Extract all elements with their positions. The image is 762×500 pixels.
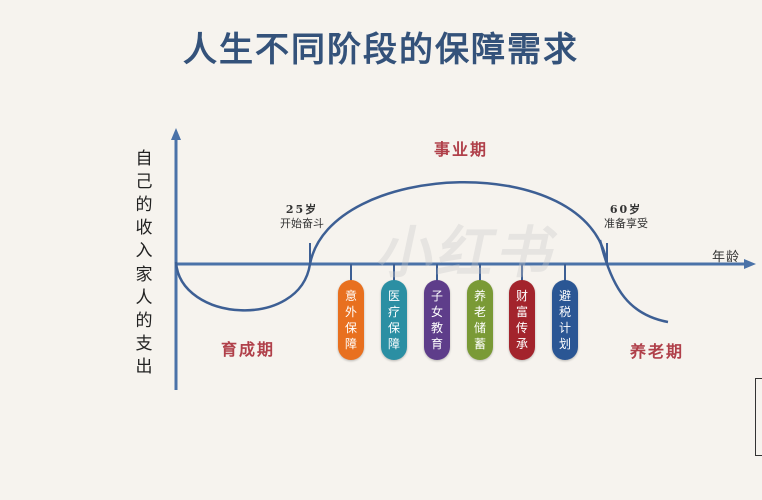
y-axis-expense-label: 家人的支出 [135,265,153,377]
stage-career-label: 事业期 [434,140,489,159]
growth-curve [174,261,312,312]
need-label: 意外保障 [344,289,357,351]
x-axis-label: 年龄 [712,250,741,265]
career-curve [308,181,609,265]
need-medical-insurance: 医疗保障 [381,280,407,360]
milestone-60-age: 60岁 [609,203,643,216]
need-label: 养老储蓄 [473,289,486,351]
need-child-education: 子女教育 [424,280,450,360]
need-label: 财富传承 [515,289,528,351]
stage-growth-label: 育成期 [221,340,276,359]
need-wealth-inheritance: 财富传承 [509,280,535,360]
milestone-60: 60岁 准备享受 [594,203,658,231]
milestone-60-text: 准备享受 [604,217,648,230]
milestone-25-age: 25岁 [285,203,319,216]
retirement-curve [598,239,669,324]
need-tax-planning: 避税计划 [552,280,578,360]
need-label: 避税计划 [558,289,571,351]
page-title: 人生不同阶段的保障需求 [183,30,579,70]
need-accident-insurance: 意外保障 [338,280,364,360]
need-label: 医疗保障 [387,289,400,351]
corner-mark [755,378,762,456]
y-axis-income-label: 自己的收入 [135,149,153,261]
need-retirement-savings: 养老储蓄 [467,280,493,360]
y-axis-arrow-icon [171,128,181,140]
milestone-25-text: 开始奋斗 [280,217,324,230]
need-label: 子女教育 [430,289,443,351]
x-axis-arrow-icon [744,259,756,269]
watermark: 小红书 [372,220,567,286]
milestone-25: 25岁 开始奋斗 [270,203,334,231]
stage-retirement-label: 养老期 [630,342,685,361]
